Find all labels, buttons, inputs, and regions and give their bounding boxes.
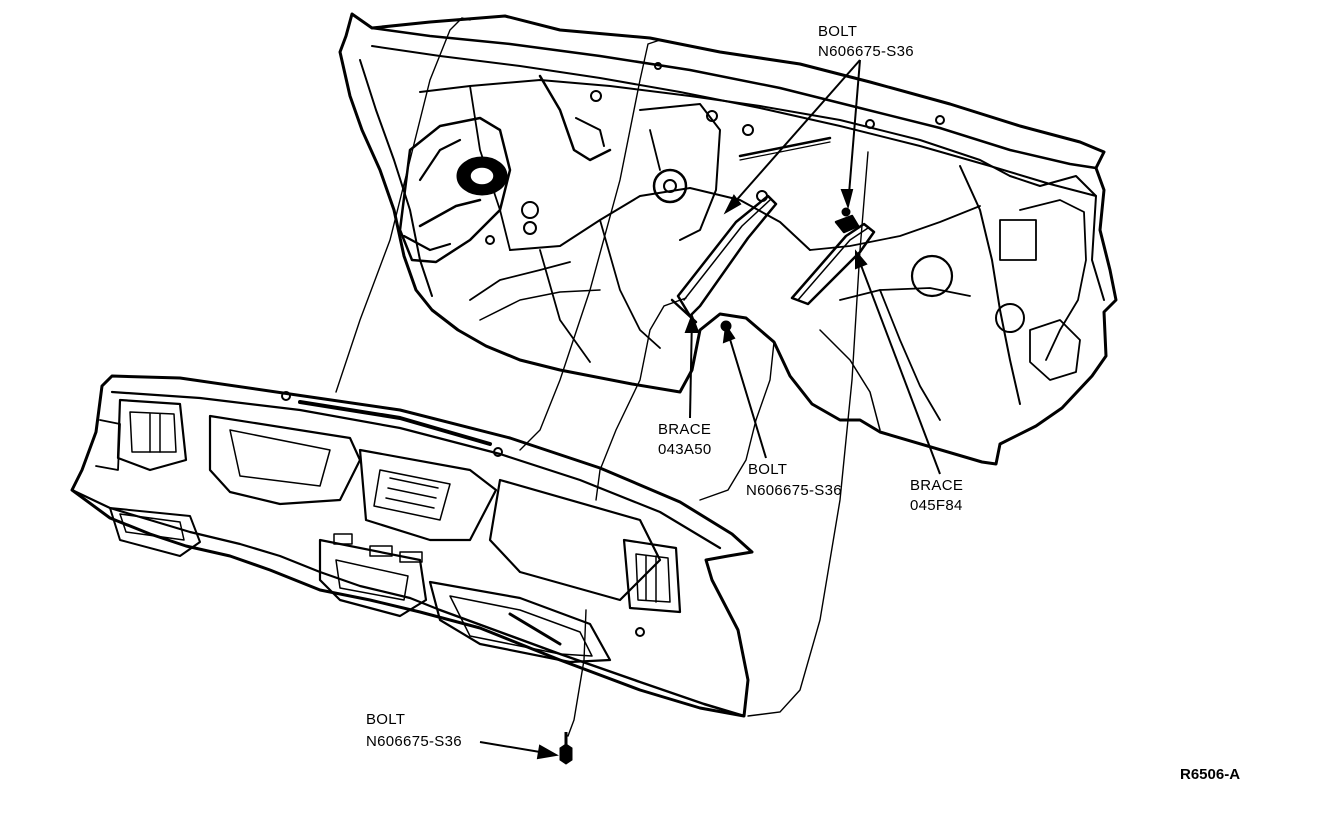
leader-bolt-middle	[725, 325, 767, 459]
callout-brace-left: BRACE 043A50	[658, 421, 712, 458]
figure-reference-number: R6506-A	[1180, 766, 1240, 783]
leader-brace-right	[855, 251, 941, 475]
bolt-top-part: N606675-S36	[818, 43, 914, 60]
callout-bolt-bottom: BOLT N606675-S36	[366, 711, 462, 750]
arrowhead	[536, 744, 559, 760]
callout-bolt-middle: BOLT N606675-S36	[746, 461, 842, 499]
bolt-bottom-title: BOLT	[366, 711, 405, 728]
callout-bolt-top: BOLT N606675-S36	[818, 23, 914, 60]
bolt-bottom-part: N606675-S36	[366, 733, 462, 750]
leader-bolt-top-right	[847, 59, 861, 207]
arrowhead	[684, 313, 700, 333]
arrowhead	[723, 194, 742, 215]
alignment-phantom-lines	[335, 17, 869, 737]
instrument-panel-assembly	[70, 374, 754, 718]
arrowhead	[855, 249, 868, 270]
bolt-top-title: BOLT	[818, 23, 857, 40]
brace-right-title: BRACE	[910, 477, 963, 494]
brace-left-title: BRACE	[658, 421, 711, 438]
bolt-middle-part: N606675-S36	[746, 482, 842, 499]
cowl-firewall-assembly	[338, 12, 1118, 466]
brace-right-part: 045F84	[910, 497, 963, 514]
leader-bolt-top-left	[725, 59, 861, 213]
callout-leaders	[479, 59, 941, 760]
arrowhead	[722, 323, 736, 344]
bolt-middle-title: BOLT	[748, 461, 787, 478]
arrowhead	[840, 189, 854, 210]
callout-brace-right: BRACE 045F84	[910, 477, 963, 514]
brace-left-part: 043A50	[658, 441, 712, 458]
